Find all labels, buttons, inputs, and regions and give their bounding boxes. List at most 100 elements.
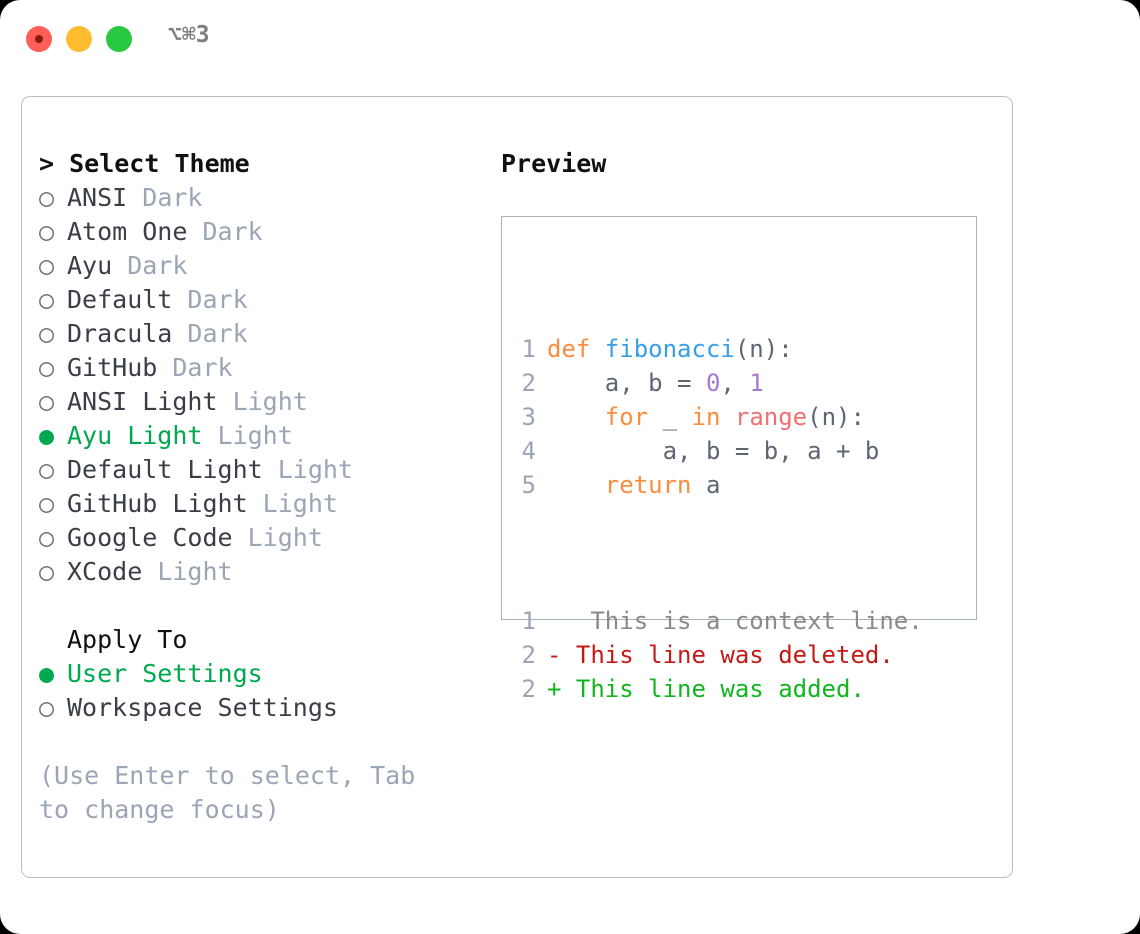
radio-unselected-icon: ○: [39, 285, 55, 314]
theme-option-ayu[interactable]: ○ Ayu Dark: [39, 249, 489, 283]
code-token-num: 0: [705, 369, 721, 397]
line-number: 4: [521, 437, 536, 465]
theme-option-dracula[interactable]: ○ Dracula Dark: [39, 317, 489, 351]
code-token-kw: in: [691, 403, 721, 431]
theme-variant-badge: Light: [247, 523, 323, 552]
diff-line-del: 2- This line was deleted.: [514, 638, 923, 672]
diff-text: This line was added.: [561, 675, 865, 703]
code-line: 4 a, b = b, a + b: [514, 434, 923, 468]
theme-option-label: GitHub Light: [67, 489, 263, 518]
apply-to-option-workspace-settings[interactable]: ○ Workspace Settings: [39, 691, 489, 725]
code-token-txt: [720, 403, 734, 431]
line-number: 2: [521, 369, 536, 397]
diff-text: This is a context line.: [561, 607, 923, 635]
code-token-txt: _: [648, 403, 692, 431]
theme-variant-badge: Light: [262, 489, 338, 518]
code-token-txt: [547, 471, 605, 499]
theme-option-default-light[interactable]: ○Default Light Light: [39, 453, 489, 487]
theme-variant-badge: Dark: [127, 251, 188, 280]
diff-line-list: 1 This is a context line.2- This line wa…: [514, 604, 923, 706]
code-line: 3 for _ in range(n):: [514, 400, 923, 434]
theme-variant-badge: Light: [232, 387, 308, 416]
theme-option-default[interactable]: ○ Default Dark: [39, 283, 489, 317]
line-number: 3: [521, 403, 536, 431]
radio-unselected-icon: ○: [39, 489, 55, 518]
radio-unselected-icon: ○: [39, 557, 55, 586]
theme-option-ansi[interactable]: ○ ANSI Dark: [39, 181, 489, 215]
minimize-button[interactable]: [66, 26, 92, 52]
preview-header: Preview: [501, 149, 607, 178]
theme-option-label: Ayu: [67, 251, 128, 280]
apply-to-option-label: User Settings: [67, 659, 263, 688]
radio-unselected-icon: ○: [39, 693, 55, 722]
theme-variant-badge: Dark: [202, 217, 263, 246]
theme-option-label: ANSI Light: [67, 387, 233, 416]
theme-option-label: ANSI: [67, 183, 143, 212]
radio-unselected-icon: ○: [39, 387, 55, 416]
theme-option-label: XCode: [67, 557, 158, 586]
radio-unselected-icon: ○: [39, 319, 55, 348]
select-theme-header: > Select Theme: [39, 149, 250, 178]
radio-unselected-icon: ○: [39, 353, 55, 382]
theme-variant-badge: Light: [277, 455, 353, 484]
code-line: 2 a, b = 0, 1: [514, 366, 923, 400]
code-token-call: range: [734, 403, 808, 431]
theme-option-github[interactable]: ○GitHub Dark: [39, 351, 489, 385]
code-line: 5 return a: [514, 468, 923, 502]
apply-to-option-label: Workspace Settings: [67, 693, 338, 722]
main-panel: > Select Theme ○ANSI Dark○Atom One Dark○…: [21, 96, 1013, 878]
theme-variant-badge: Dark: [142, 183, 203, 212]
code-token-txt: a, b =: [547, 369, 706, 397]
theme-picker-column: > Select Theme ○ANSI Dark○Atom One Dark○…: [39, 147, 489, 827]
theme-option-github-light[interactable]: ○ GitHub Light Light: [39, 487, 489, 521]
theme-option-label: Google Code: [67, 523, 248, 552]
line-number: 5: [521, 471, 536, 499]
theme-option-xcode[interactable]: ○ XCode Light: [39, 555, 489, 589]
line-number: 1: [521, 335, 536, 363]
theme-option-list: ○ANSI Dark○Atom One Dark○Ayu Dark○Defaul…: [39, 181, 489, 589]
close-button[interactable]: [26, 26, 52, 52]
code-token-txt: a, b = b, a + b: [547, 437, 880, 465]
radio-selected-icon: ●: [39, 421, 55, 450]
theme-variant-badge: Dark: [187, 285, 248, 314]
code-token-num: 1: [749, 369, 764, 397]
code-token-fn: fibonacci: [604, 335, 735, 363]
apply-to-group: Apply To ●User Settings○Workspace Settin…: [39, 623, 489, 725]
code-token-kw: for: [604, 403, 649, 431]
theme-option-label: Dracula: [67, 319, 188, 348]
radio-unselected-icon: ○: [39, 523, 55, 552]
theme-variant-badge: Dark: [187, 319, 248, 348]
line-number: 2: [521, 675, 536, 703]
code-token-kw: return: [604, 471, 692, 499]
theme-variant-badge: Light: [157, 557, 233, 586]
diff-line-ctx: 1 This is a context line.: [514, 604, 923, 638]
theme-option-google-code[interactable]: ○ Google Code Light: [39, 521, 489, 555]
apply-to-option-user-settings[interactable]: ● User Settings: [39, 657, 489, 691]
diff-sign: -: [547, 641, 562, 669]
code-token-kw: def: [547, 335, 605, 363]
theme-option-ansi-light[interactable]: ○ ANSI Light Light: [39, 385, 489, 419]
radio-unselected-icon: ○: [39, 183, 55, 212]
line-number: 1: [521, 607, 536, 635]
diff-text: This line was deleted.: [561, 641, 894, 669]
keyboard-shortcut-label: ⌥⌘3: [168, 22, 210, 48]
radio-unselected-icon: ○: [39, 251, 55, 280]
theme-option-label: Ayu Light: [67, 421, 218, 450]
keyboard-hint-text: (Use Enter to select, Tab to change focu…: [39, 761, 431, 824]
theme-option-ayu-light[interactable]: ●Ayu Light Light: [39, 419, 489, 453]
title-bar: ⌥⌘3: [0, 0, 1140, 78]
diff-line-add: 2+ This line was added.: [514, 672, 923, 706]
theme-option-label: Default: [67, 285, 188, 314]
radio-unselected-icon: ○: [39, 217, 55, 246]
theme-option-atom-one[interactable]: ○ Atom One Dark: [39, 215, 489, 249]
maximize-button[interactable]: [106, 26, 132, 52]
radio-selected-icon: ●: [39, 659, 55, 688]
theme-option-label: Atom One: [67, 217, 203, 246]
line-number: 2: [521, 641, 536, 669]
diff-sign: [547, 607, 561, 635]
theme-option-label: Default Light: [67, 455, 278, 484]
